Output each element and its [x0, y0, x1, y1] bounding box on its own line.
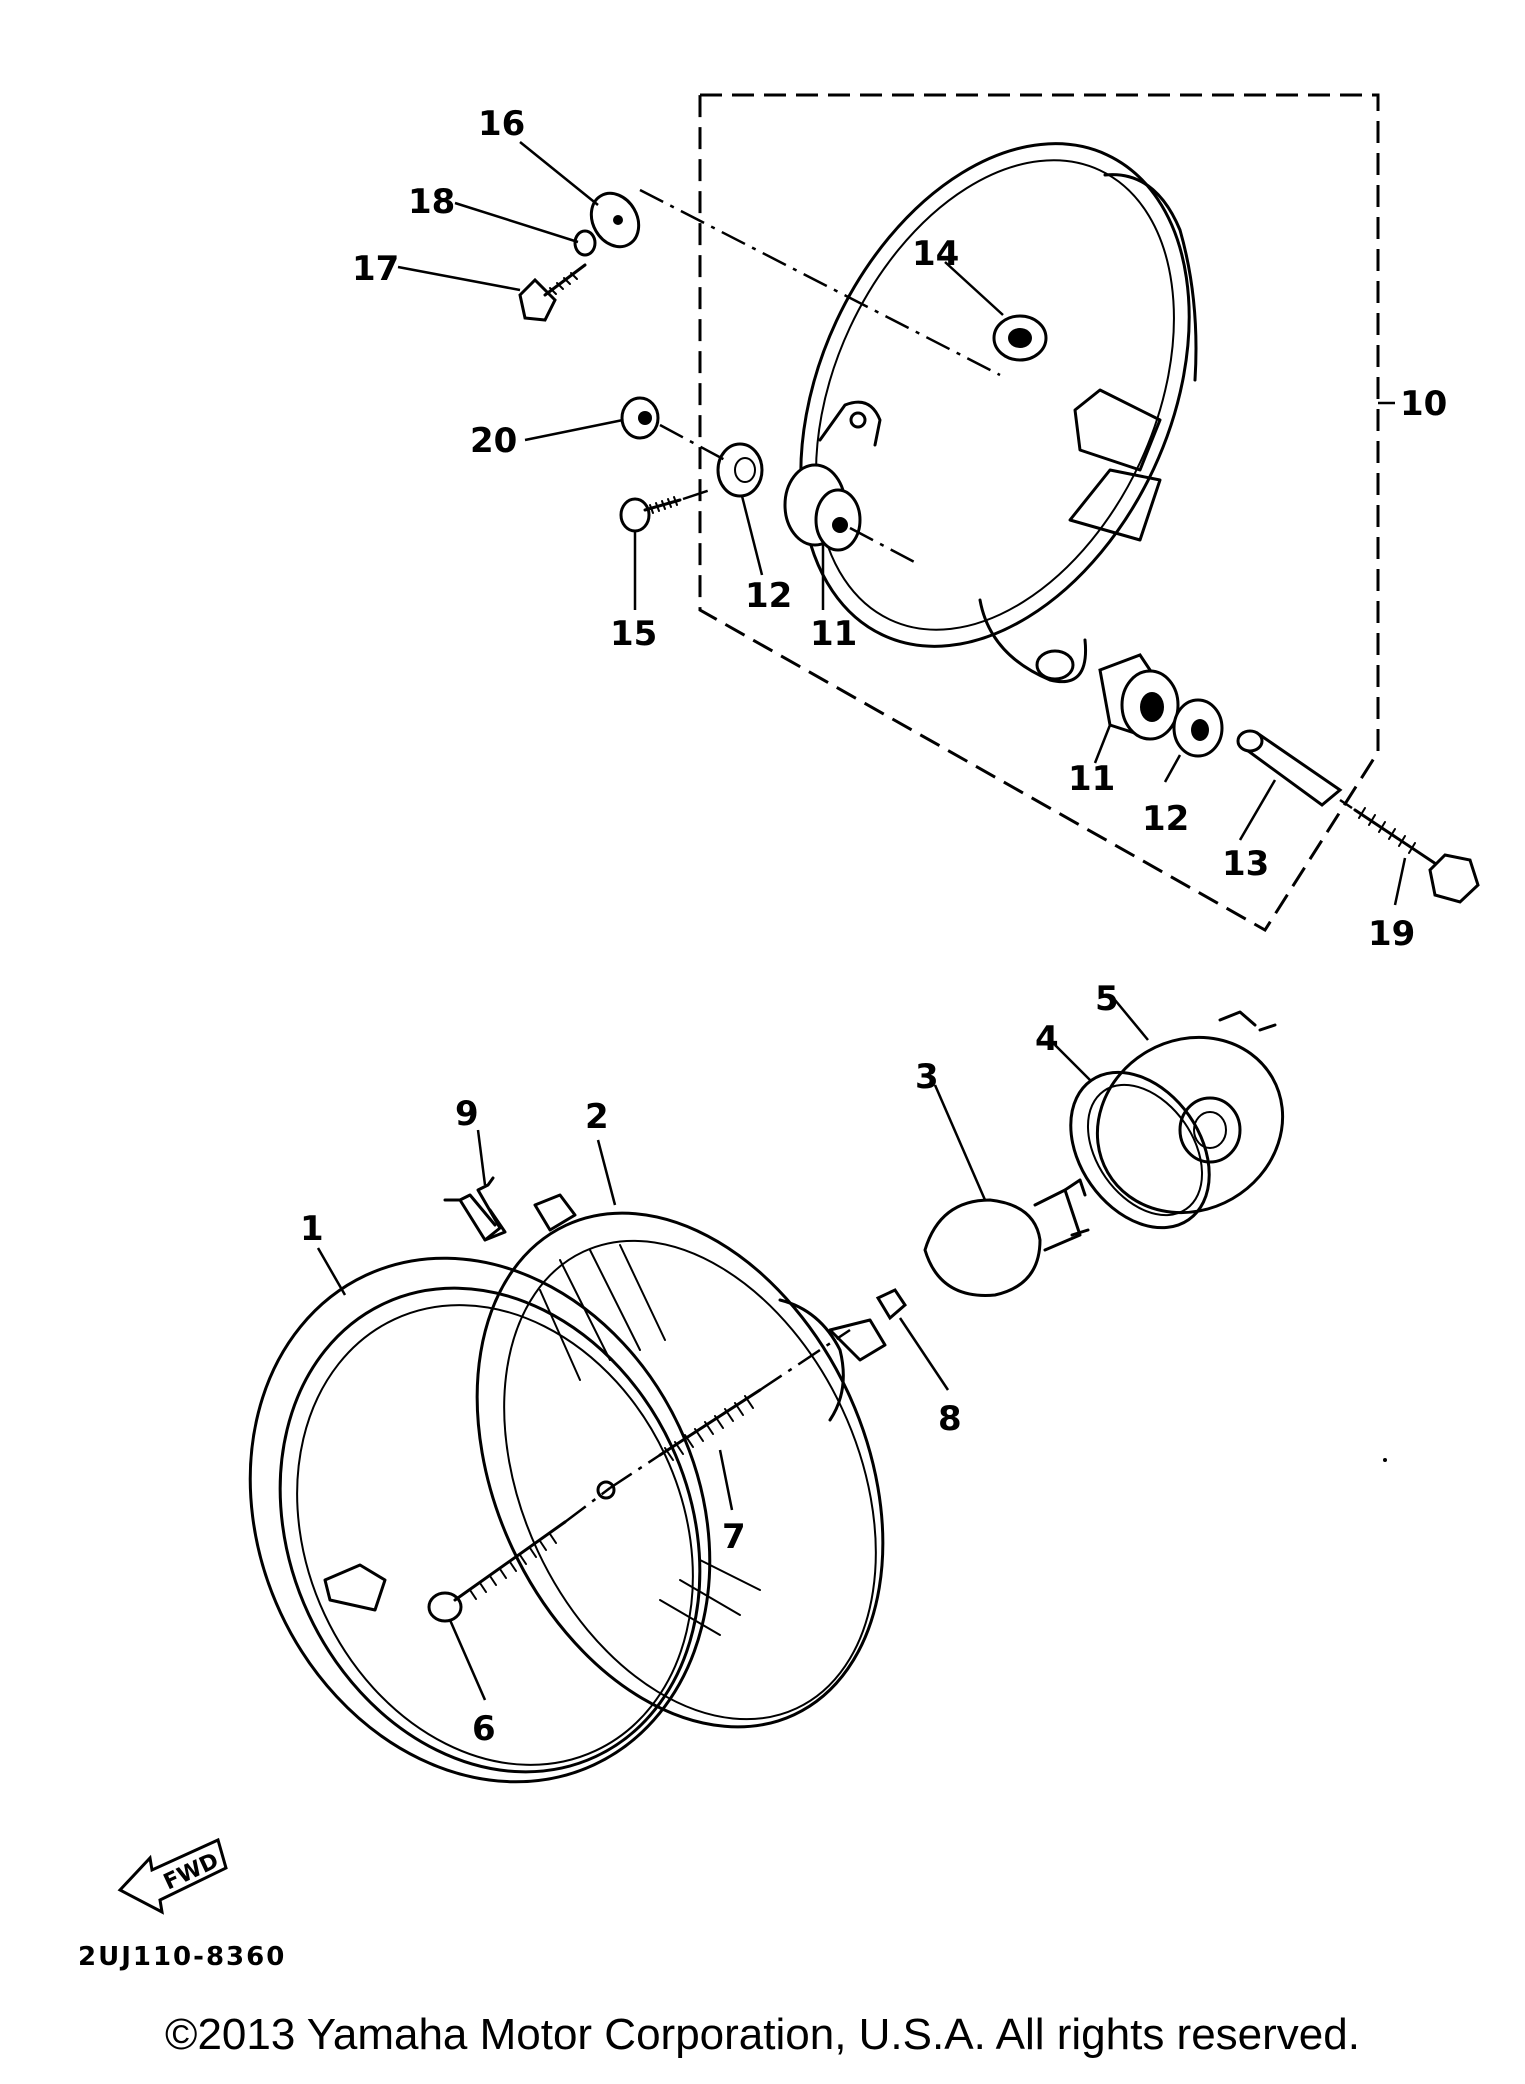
- callout-16: 16: [478, 104, 525, 144]
- part-2-lens-unit: [475, 1193, 887, 1729]
- part-8-nut: [875, 1288, 907, 1321]
- part-11-damper-lower: [1098, 653, 1180, 741]
- part-5-socket-cover: [1095, 1010, 1285, 1215]
- callout-11-upper: 11: [810, 614, 857, 654]
- callout-10: 10: [1400, 384, 1447, 424]
- callout-14: 14: [912, 234, 959, 274]
- callout-6: 6: [472, 1709, 496, 1749]
- part-4-ring: [1069, 1070, 1211, 1230]
- callout-5: 5: [1095, 979, 1119, 1019]
- part-20-nut: [620, 396, 660, 440]
- callout-12-upper: 12: [745, 576, 792, 616]
- callout-15: 15: [610, 614, 657, 654]
- part-1-rim: [248, 1256, 712, 1784]
- callout-2: 2: [585, 1097, 609, 1137]
- part-code: 2UJ110-8360: [78, 1942, 286, 1972]
- callout-20: 20: [470, 421, 517, 461]
- part-3-bulb: [923, 1178, 1090, 1297]
- callout-1: 1: [300, 1209, 324, 1249]
- fwd-arrow-icon: FWD: [117, 1837, 228, 1915]
- part-19-bolt: [1353, 807, 1480, 904]
- part-12-collar-lower: [1172, 698, 1224, 758]
- part-6-screw: [427, 1520, 567, 1623]
- part-9-clip: [443, 1176, 507, 1242]
- part-7-spring: [658, 1388, 762, 1461]
- part-15-screw: [619, 496, 682, 533]
- part-13-spacer: [1236, 729, 1343, 807]
- headlight-housing: [799, 142, 1198, 683]
- callout-9: 9: [455, 1094, 479, 1134]
- callout-8: 8: [938, 1399, 962, 1439]
- callout-19: 19: [1368, 914, 1415, 954]
- copyright-notice: ©2013 Yamaha Motor Corporation, U.S.A. A…: [165, 2010, 1360, 2059]
- callout-18: 18: [408, 182, 455, 222]
- part-14-grommet: [992, 314, 1048, 362]
- assembly-10-boundary: [698, 93, 1380, 933]
- callout-17: 17: [352, 249, 399, 289]
- part-16-washer: [589, 191, 641, 249]
- callout-3: 3: [915, 1057, 939, 1097]
- part-11-damper-upper: [783, 463, 862, 552]
- callout-4: 4: [1035, 1019, 1059, 1059]
- part-17-bolt: [518, 263, 587, 322]
- callout-7: 7: [722, 1517, 746, 1557]
- part-12-collar-upper: [716, 442, 764, 498]
- part-18-lock-washer: [573, 229, 597, 257]
- callout-12-lower: 12: [1142, 799, 1189, 839]
- callout-13: 13: [1222, 844, 1269, 884]
- callout-11-lower: 11: [1068, 759, 1115, 799]
